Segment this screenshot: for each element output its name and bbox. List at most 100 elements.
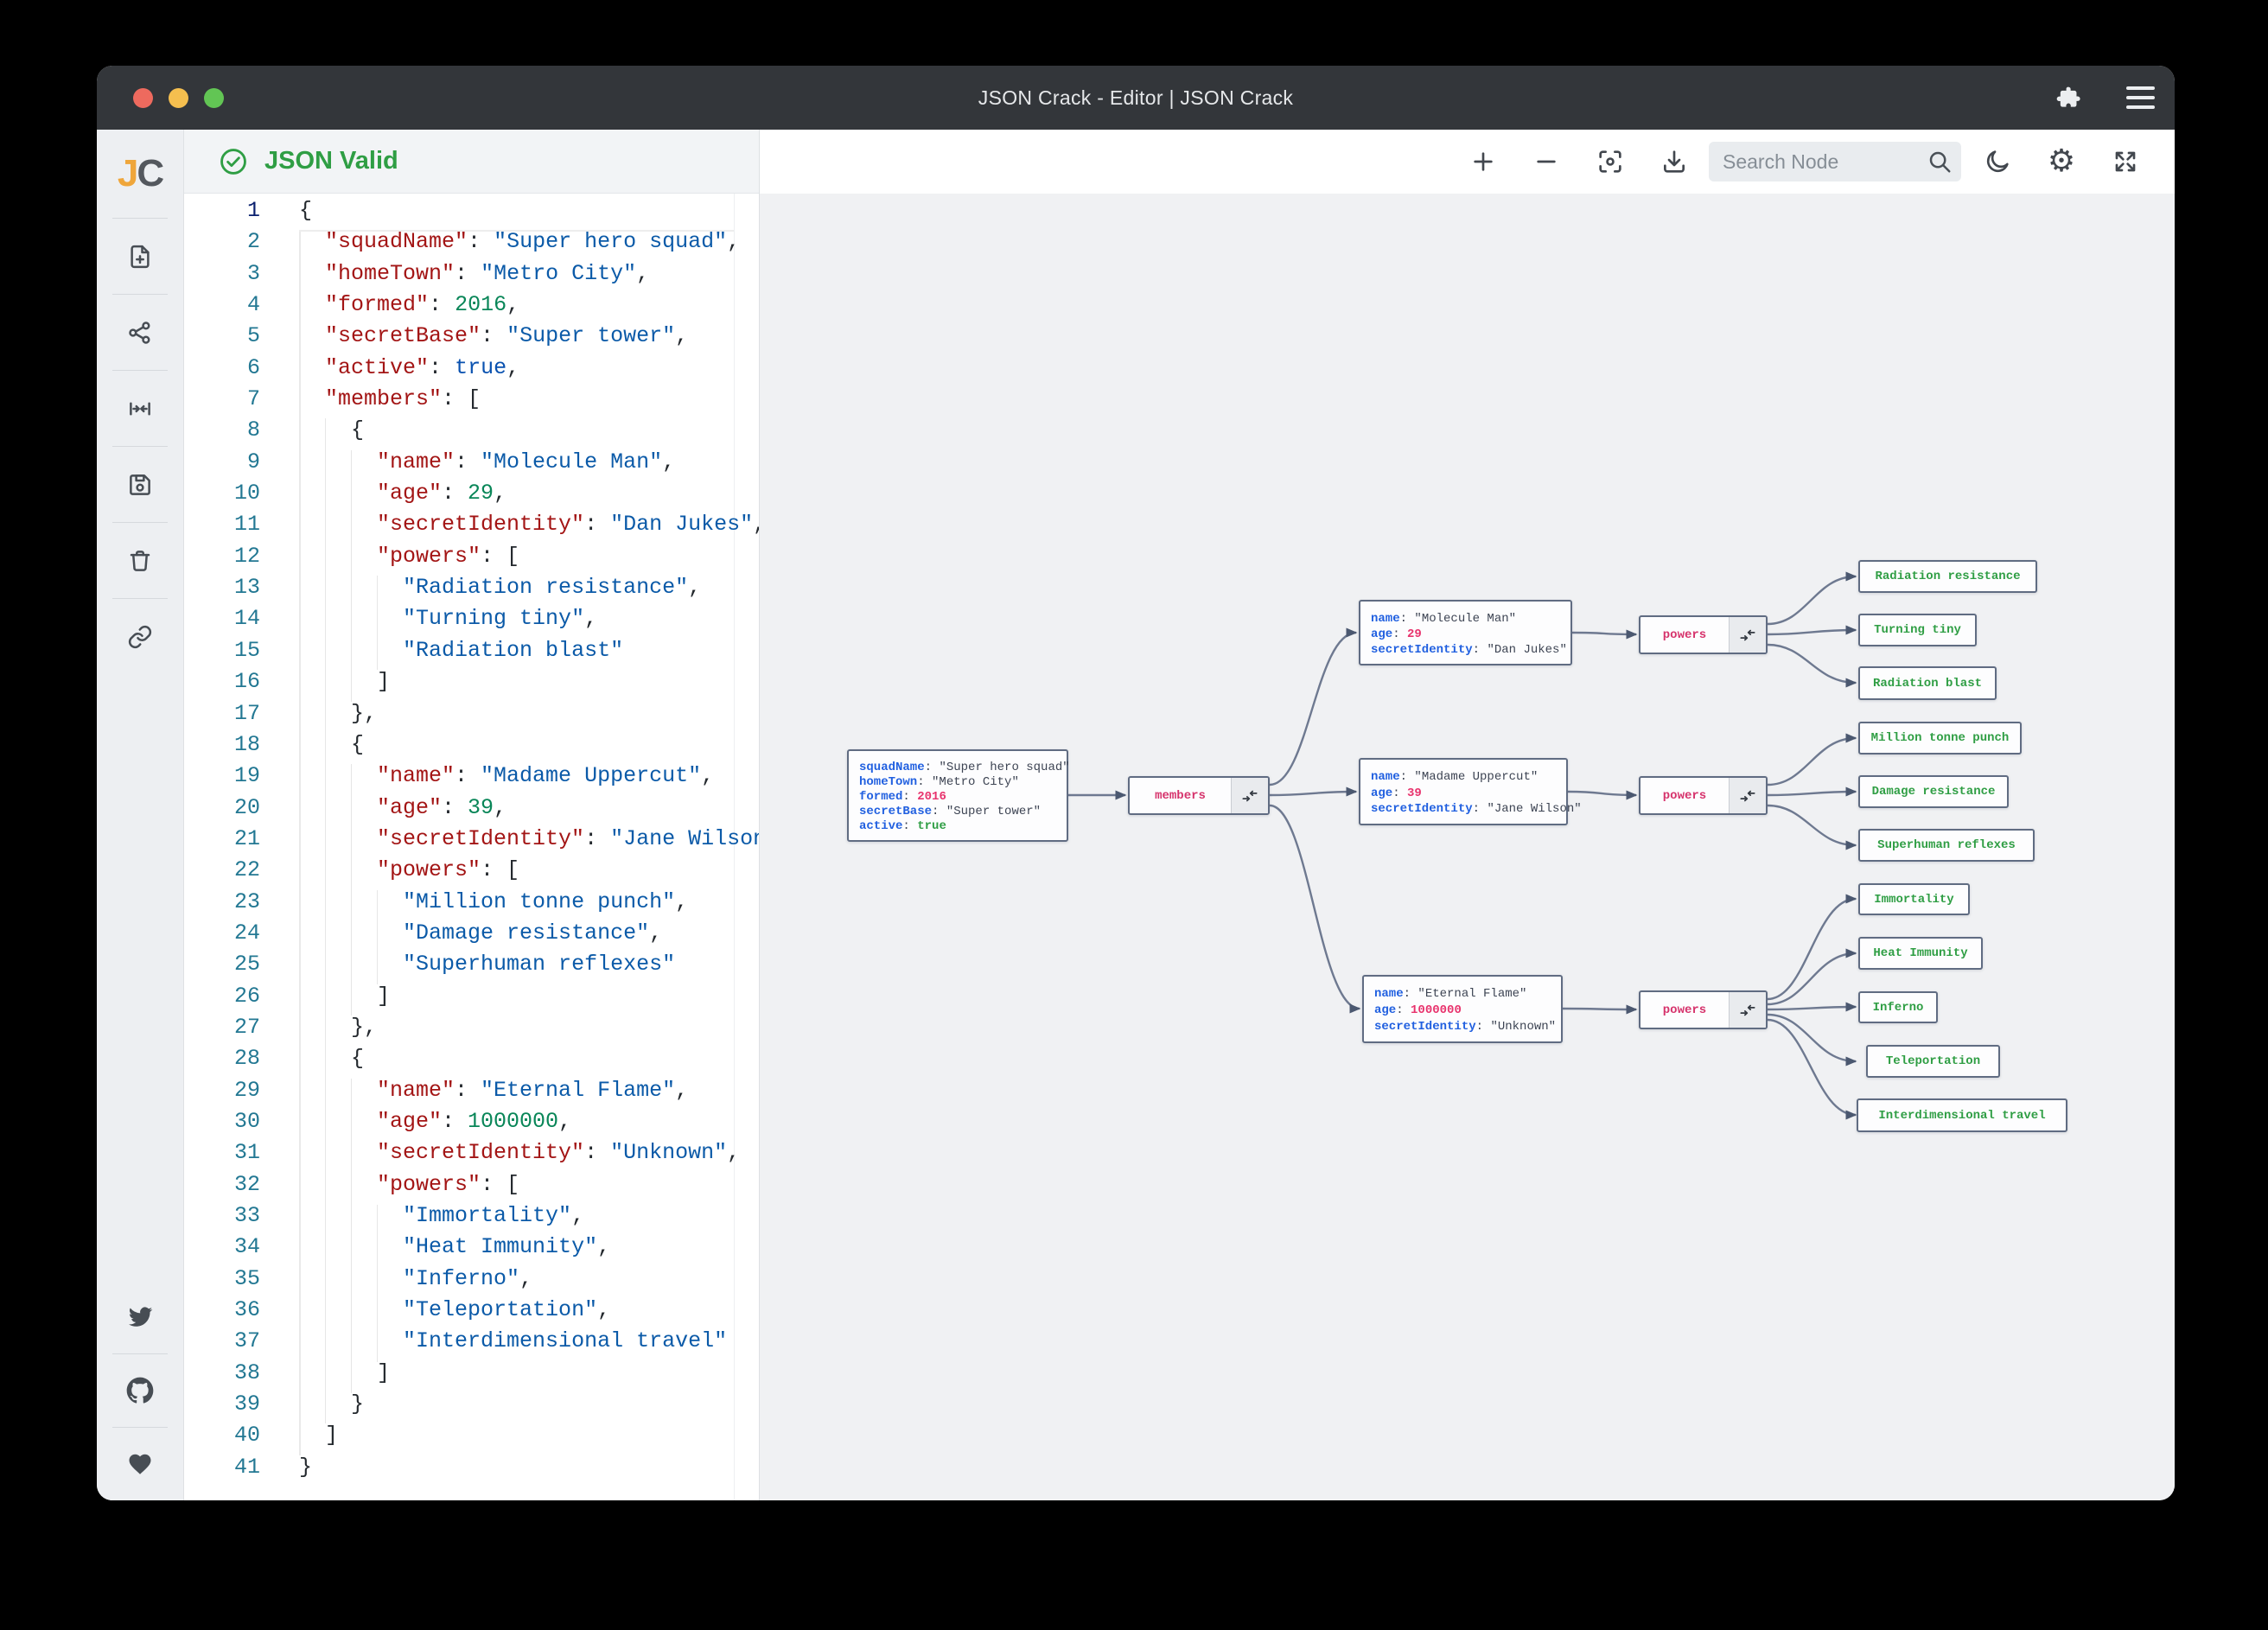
code-line[interactable]: "Turning tiny", <box>403 606 598 632</box>
code-line[interactable]: "Radiation resistance", <box>403 575 702 601</box>
fullscreen-button[interactable] <box>2105 141 2146 182</box>
dark-mode-toggle[interactable] <box>1977 141 2018 182</box>
line-number[interactable]: 7 <box>246 386 260 412</box>
line-number[interactable]: 17 <box>233 700 260 726</box>
line-number[interactable]: 14 <box>233 606 260 632</box>
line-number[interactable]: 18 <box>233 731 260 757</box>
zoom-window-button[interactable] <box>204 88 224 108</box>
search-icon[interactable] <box>1927 149 1953 179</box>
code-line[interactable]: "formed": 2016, <box>325 292 520 318</box>
collapse-node-button[interactable] <box>1231 778 1268 813</box>
code-line[interactable]: "Interdimensional travel" <box>403 1328 728 1354</box>
line-number[interactable]: 8 <box>246 417 260 443</box>
line-number[interactable]: 22 <box>233 857 260 883</box>
code-line[interactable]: ] <box>299 669 391 695</box>
line-number[interactable]: 24 <box>233 920 260 946</box>
code-line[interactable]: } <box>299 1454 313 1480</box>
code-line[interactable]: "secretIdentity": "Jane Wilson", <box>377 825 759 851</box>
code-line[interactable]: "active": true, <box>325 354 520 380</box>
code-line[interactable]: "Inferno", <box>403 1265 533 1291</box>
code-line[interactable]: }, <box>299 1014 378 1040</box>
line-number[interactable]: 37 <box>233 1328 260 1354</box>
code-line[interactable]: "Damage resistance", <box>403 920 663 946</box>
line-number[interactable]: 12 <box>233 543 260 569</box>
line-number[interactable]: 1 <box>246 198 260 223</box>
line-number[interactable]: 26 <box>233 983 260 1009</box>
code-line[interactable]: "powers": [ <box>377 1171 520 1197</box>
graph-node-turning-tiny[interactable]: Turning tiny <box>1858 614 1977 646</box>
collapse-node-button[interactable] <box>1729 617 1766 653</box>
graph-node-teleportation[interactable]: Teleportation <box>1866 1045 2000 1078</box>
zoom-out-button[interactable] <box>1526 141 1567 182</box>
code-line[interactable]: "age": 1000000, <box>377 1108 572 1134</box>
settings-button[interactable]: ⚙ <box>2041 141 2082 182</box>
line-number[interactable]: 27 <box>233 1014 260 1040</box>
line-number[interactable]: 19 <box>233 763 260 789</box>
code-line[interactable]: "Million tonne punch", <box>403 888 689 914</box>
line-number[interactable]: 5 <box>246 323 260 349</box>
code-line[interactable]: "Heat Immunity", <box>403 1234 611 1260</box>
code-line[interactable]: ] <box>299 983 391 1009</box>
code-line[interactable]: { <box>299 417 365 443</box>
line-number[interactable]: 30 <box>233 1108 260 1134</box>
graph-node-immortality[interactable]: Immortality <box>1858 883 1970 915</box>
graph-node-powers[interactable]: powers <box>1639 776 1768 815</box>
code-line[interactable]: "Teleportation", <box>403 1297 611 1323</box>
graph-node-members[interactable]: members <box>1128 776 1270 815</box>
collapse-node-button[interactable] <box>1729 778 1766 813</box>
line-number[interactable]: 34 <box>233 1234 260 1260</box>
line-number[interactable]: 20 <box>233 794 260 820</box>
editor-code[interactable]: { "squadName": "Super hero squad", "home… <box>299 195 759 1483</box>
search-node-input[interactable] <box>1709 142 1961 181</box>
line-number[interactable]: 35 <box>233 1265 260 1291</box>
line-number[interactable]: 2 <box>246 229 260 255</box>
graph-node-inferno[interactable]: Inferno <box>1858 991 1938 1023</box>
line-number[interactable]: 25 <box>233 952 260 977</box>
line-number[interactable]: 16 <box>233 669 260 695</box>
graph-node-root[interactable]: squadName: "Super hero squad"homeTown: "… <box>847 749 1070 842</box>
collapse-node-button[interactable] <box>1729 992 1766 1028</box>
close-window-button[interactable] <box>133 88 153 108</box>
graph-node-superhuman-reflexes[interactable]: Superhuman reflexes <box>1858 829 2035 862</box>
code-line[interactable]: "powers": [ <box>377 543 520 569</box>
graph-node-radiation-blast[interactable]: Radiation blast <box>1858 666 1997 700</box>
center-view-button[interactable] <box>97 371 183 446</box>
line-number[interactable]: 31 <box>233 1140 260 1166</box>
graph-node-powers[interactable]: powers <box>1639 615 1768 654</box>
line-number[interactable]: 29 <box>233 1077 260 1103</box>
line-number[interactable]: 28 <box>233 1046 260 1072</box>
twitter-link[interactable] <box>97 1281 183 1353</box>
line-number[interactable]: 15 <box>233 637 260 663</box>
share-link-button[interactable] <box>97 599 183 674</box>
line-number[interactable]: 4 <box>246 292 260 318</box>
code-line[interactable]: } <box>299 1391 365 1417</box>
graph-node-million-tonne-punch[interactable]: Million tonne punch <box>1858 722 2022 755</box>
code-line[interactable]: { <box>299 198 313 223</box>
graph-canvas[interactable]: squadName: "Super hero squad"homeTown: "… <box>760 194 2175 1500</box>
code-line[interactable]: "Superhuman reflexes" <box>403 952 676 977</box>
code-line[interactable]: "powers": [ <box>377 857 520 883</box>
line-number[interactable]: 10 <box>233 481 260 506</box>
line-number[interactable]: 40 <box>233 1423 260 1449</box>
github-link[interactable] <box>97 1354 183 1427</box>
code-line[interactable]: "secretIdentity": "Unknown", <box>377 1140 741 1166</box>
download-image-button[interactable] <box>1653 141 1695 182</box>
code-line[interactable]: ] <box>299 1423 339 1449</box>
extensions-puzzle-icon[interactable] <box>2053 82 2084 113</box>
graph-node-radiation-resistance[interactable]: Radiation resistance <box>1858 560 2037 593</box>
code-line[interactable]: "name": "Madame Uppercut", <box>377 763 715 789</box>
graph-view-button[interactable] <box>97 295 183 370</box>
code-line[interactable]: "homeTown": "Metro City", <box>325 260 650 286</box>
sponsor-link[interactable] <box>97 1428 183 1500</box>
graph-node-damage-resistance[interactable]: Damage resistance <box>1858 775 2009 808</box>
code-line[interactable]: "age": 39, <box>377 794 507 820</box>
zoom-in-button[interactable] <box>1462 141 1504 182</box>
graph-node-heat-immunity[interactable]: Heat Immunity <box>1858 937 1983 970</box>
menu-hamburger-icon[interactable] <box>2125 82 2156 113</box>
line-number[interactable]: 23 <box>233 888 260 914</box>
